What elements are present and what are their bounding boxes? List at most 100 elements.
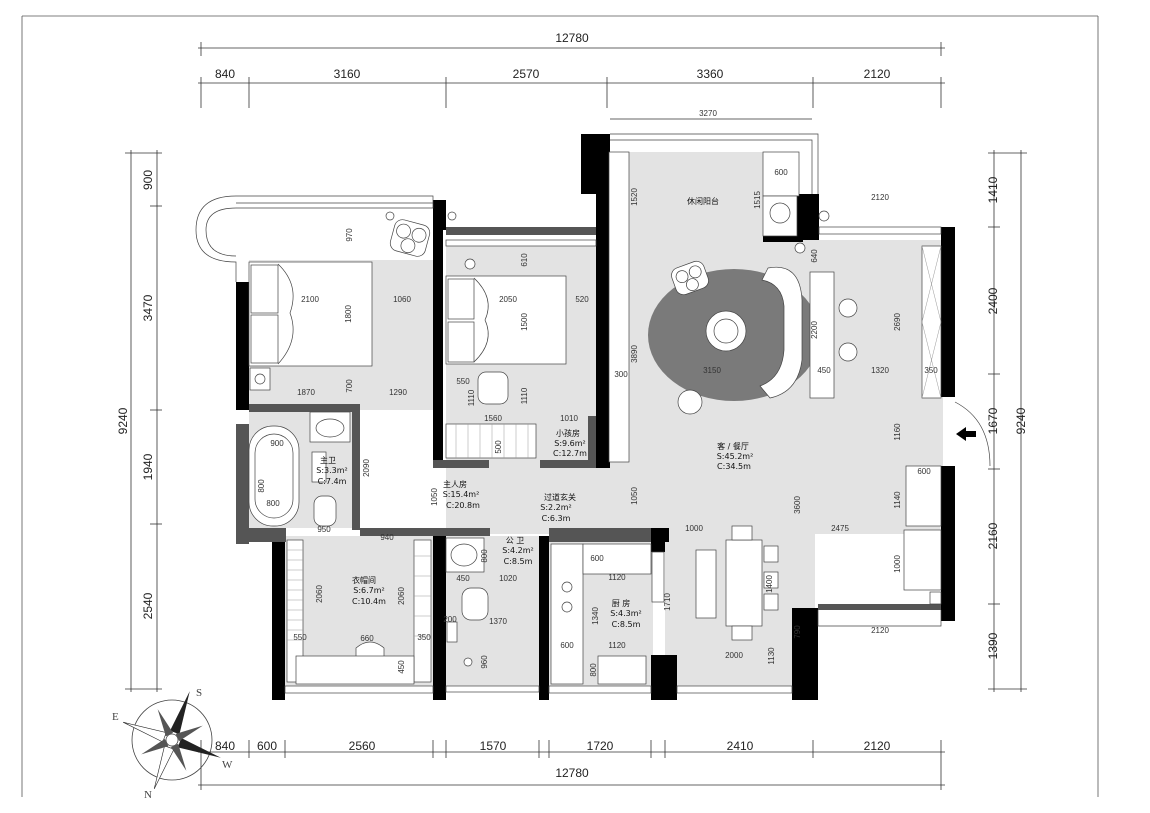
svg-text:1140: 1140 bbox=[893, 491, 902, 509]
room-kitchen-perimeter: C:8.5m bbox=[612, 620, 641, 629]
bar-counter bbox=[809, 271, 835, 399]
svg-text:600: 600 bbox=[590, 554, 604, 563]
compass-s: S bbox=[196, 687, 202, 699]
svg-text:600: 600 bbox=[560, 641, 574, 650]
dining-table bbox=[725, 539, 763, 627]
svg-text:2060: 2060 bbox=[397, 587, 406, 605]
svg-text:900: 900 bbox=[270, 439, 284, 448]
svg-text:950: 950 bbox=[317, 525, 331, 534]
bottom-dim-7: 2120 bbox=[864, 739, 891, 753]
master-toilet bbox=[313, 495, 337, 527]
svg-text:2475: 2475 bbox=[831, 524, 849, 533]
room-master-bath-name: 主卫 bbox=[320, 455, 336, 465]
svg-text:450: 450 bbox=[817, 366, 831, 375]
right-total-dim: 9240 bbox=[1014, 407, 1028, 434]
top-total-dim: 12780 bbox=[555, 31, 589, 45]
room-closet-perimeter: C:10.4m bbox=[352, 597, 386, 606]
svg-text:3150: 3150 bbox=[703, 366, 721, 375]
bottom-dimensions: 840 600 2560 1570 1720 2410 2120 12780 bbox=[198, 739, 945, 790]
svg-text:2120: 2120 bbox=[871, 626, 889, 635]
svg-text:640: 640 bbox=[810, 249, 819, 263]
svg-text:1120: 1120 bbox=[608, 573, 626, 582]
svg-text:800: 800 bbox=[257, 479, 266, 493]
room-child-perimeter: C:12.7m bbox=[553, 449, 587, 458]
svg-text:800: 800 bbox=[266, 499, 280, 508]
entrance-arrow-icon bbox=[954, 401, 991, 467]
child-wardrobe bbox=[445, 423, 537, 459]
svg-text:1870: 1870 bbox=[297, 388, 315, 397]
bottom-dim-1: 840 bbox=[215, 739, 235, 753]
svg-text:3890: 3890 bbox=[630, 345, 639, 363]
svg-text:1500: 1500 bbox=[520, 313, 529, 331]
svg-text:350: 350 bbox=[924, 366, 938, 375]
svg-text:520: 520 bbox=[575, 295, 589, 304]
svg-text:1000: 1000 bbox=[893, 555, 902, 573]
bottom-total-dim: 12780 bbox=[555, 766, 589, 780]
public-toilet bbox=[461, 587, 489, 621]
room-hallway-name: 过道玄关 bbox=[544, 492, 576, 502]
svg-text:610: 610 bbox=[520, 253, 529, 267]
svg-text:940: 940 bbox=[380, 533, 394, 542]
left-total-dim: 9240 bbox=[116, 407, 130, 434]
svg-text:1020: 1020 bbox=[499, 574, 517, 583]
svg-text:800: 800 bbox=[589, 663, 598, 677]
right-dim-5: 1390 bbox=[986, 632, 1000, 659]
svg-text:550: 550 bbox=[456, 377, 470, 386]
left-dim-1: 900 bbox=[141, 170, 155, 190]
top-dim-2: 3160 bbox=[334, 67, 361, 81]
room-labels: 休闲阳台 客 / 餐厅 S:45.2m² C:34.5m 小孩房 S:9.6m²… bbox=[316, 196, 753, 629]
svg-text:3600: 3600 bbox=[793, 496, 802, 514]
closet-stool bbox=[355, 641, 385, 661]
left-dimensions: 900 3470 1940 2540 9240 bbox=[116, 150, 162, 692]
kitchen-counter-top bbox=[582, 543, 652, 575]
svg-text:1110: 1110 bbox=[520, 387, 529, 404]
bottom-dim-2: 600 bbox=[257, 739, 277, 753]
right-dim-3: 1670 bbox=[986, 407, 1000, 434]
svg-text:450: 450 bbox=[456, 574, 470, 583]
svg-text:500: 500 bbox=[494, 440, 503, 454]
shoe-cabinet bbox=[905, 465, 942, 527]
closet-shelf-left bbox=[286, 539, 304, 683]
svg-text:1560: 1560 bbox=[484, 414, 502, 423]
svg-text:1800: 1800 bbox=[344, 305, 353, 323]
furniture bbox=[248, 151, 942, 685]
svg-text:2200: 2200 bbox=[810, 321, 819, 339]
svg-text:1520: 1520 bbox=[630, 188, 639, 206]
right-dim-1: 1410 bbox=[986, 176, 1000, 203]
room-master-area: S:15.4m² bbox=[443, 490, 480, 499]
room-public-bath-area: S:4.2m² bbox=[502, 546, 534, 555]
closet-shelf-right bbox=[413, 539, 432, 683]
svg-text:2060: 2060 bbox=[315, 585, 324, 603]
svg-text:2100: 2100 bbox=[301, 295, 319, 304]
compass-rose-icon: S N E W bbox=[112, 687, 233, 801]
svg-text:1340: 1340 bbox=[591, 607, 600, 625]
bottom-dim-4: 1570 bbox=[480, 739, 507, 753]
svg-text:2050: 2050 bbox=[499, 295, 517, 304]
living-armchair bbox=[671, 260, 709, 296]
svg-text:960: 960 bbox=[480, 655, 489, 669]
svg-text:1050: 1050 bbox=[430, 488, 439, 506]
svg-text:1290: 1290 bbox=[389, 388, 407, 397]
bottom-dim-3: 2560 bbox=[349, 739, 376, 753]
curved-sofa bbox=[759, 266, 803, 399]
svg-text:2690: 2690 bbox=[893, 313, 902, 331]
tall-cabinet bbox=[921, 245, 942, 399]
top-dim-3: 2570 bbox=[513, 67, 540, 81]
svg-text:600: 600 bbox=[917, 467, 931, 476]
svg-text:800: 800 bbox=[480, 549, 489, 563]
top-dimensions: 12780 840 3160 2570 3360 2120 bbox=[198, 31, 945, 108]
room-master-bath-area: S:3.3m² bbox=[316, 466, 348, 475]
left-dim-3: 1940 bbox=[141, 453, 155, 480]
top-dim-1: 840 bbox=[215, 67, 235, 81]
left-dim-2: 3470 bbox=[141, 294, 155, 321]
room-hallway-area: S:2.2m² bbox=[540, 503, 572, 512]
room-public-bath-name: 公 卫 bbox=[506, 536, 525, 545]
svg-text:1000: 1000 bbox=[685, 524, 703, 533]
svg-text:3270: 3270 bbox=[699, 109, 717, 118]
bottom-dim-5: 1720 bbox=[587, 739, 614, 753]
svg-text:1370: 1370 bbox=[489, 617, 507, 626]
walls bbox=[236, 134, 955, 700]
room-child-name: 小孩房 bbox=[556, 428, 580, 438]
bottom-dim-6: 2410 bbox=[727, 739, 754, 753]
